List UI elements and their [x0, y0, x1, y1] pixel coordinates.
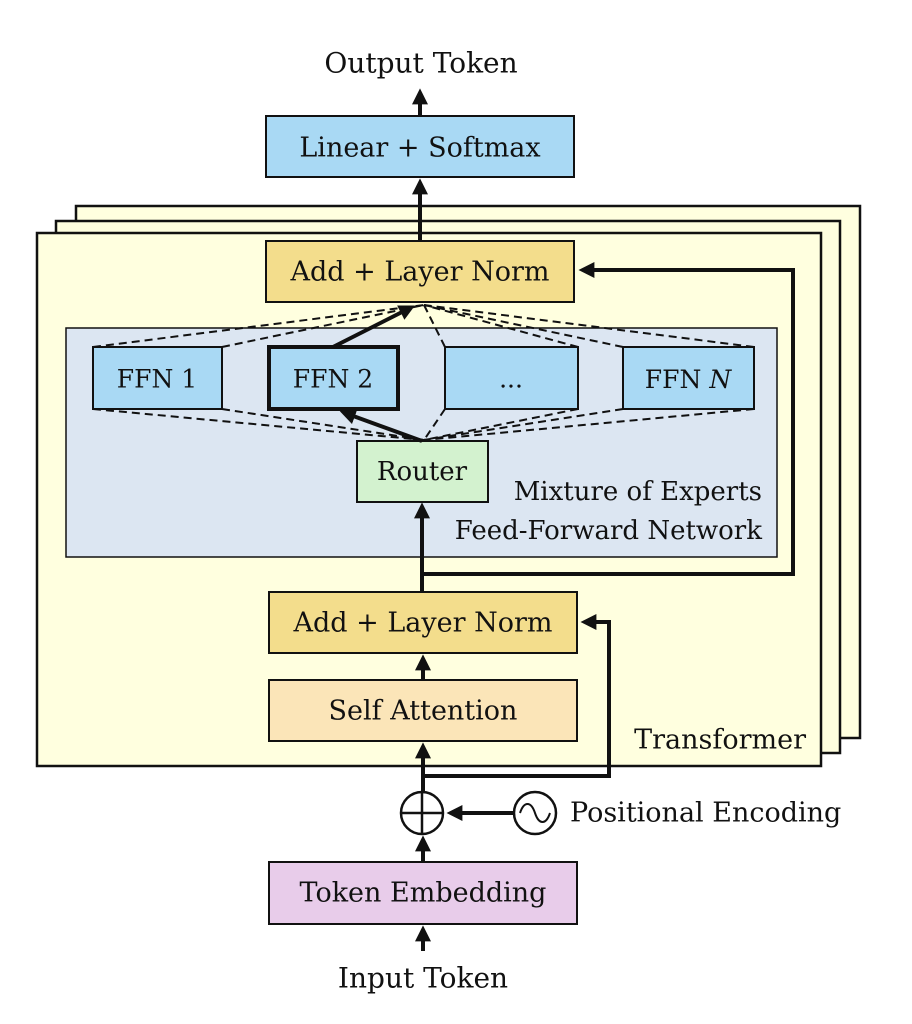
add-norm-bottom-label: Add + Layer Norm [293, 608, 553, 639]
router-label: Router [377, 457, 468, 487]
arrow-ffn2-to-norm [332, 305, 415, 349]
ffn-2-label: FFN 2 [293, 365, 373, 394]
ffn-n-prefix: FFN [645, 365, 710, 394]
residual-top [422, 262, 795, 576]
moe-caption-line2: Feed-Forward Network [455, 516, 763, 546]
add-norm-bottom-box [268, 591, 578, 654]
self-attention-box [268, 679, 578, 742]
flow-arrows [332, 88, 795, 951]
linear-softmax-label: Linear + Softmax [299, 133, 540, 164]
arrow-router-to-ffn2 [339, 409, 423, 443]
expert-connector-lines [92, 304, 755, 441]
ffn-2-box [267, 345, 400, 411]
output-token-label: Output Token [324, 47, 517, 80]
ffn-1-label: FFN 1 [117, 365, 197, 394]
linear-softmax-box [265, 115, 575, 178]
ffn-ellipsis-label: ... [499, 365, 523, 394]
transformer-label: Transformer [634, 725, 806, 756]
add-norm-top-label: Add + Layer Norm [290, 257, 550, 288]
router-box [356, 440, 489, 503]
ffn-n-label: FFN N [645, 365, 733, 394]
ffn-1-box [92, 346, 223, 410]
ffn-ellipsis-box [444, 346, 579, 410]
ffn-n-box [622, 346, 755, 410]
ffn-n-variable: N [708, 365, 732, 394]
self-attention-label: Self Attention [329, 696, 518, 727]
token-embedding-label: Token Embedding [300, 878, 547, 909]
input-token-label: Input Token [338, 962, 508, 995]
residual-bottom [423, 614, 611, 778]
positional-encoding-label: Positional Encoding [570, 798, 841, 829]
moe-caption-line1: Mixture of Experts [514, 477, 762, 507]
